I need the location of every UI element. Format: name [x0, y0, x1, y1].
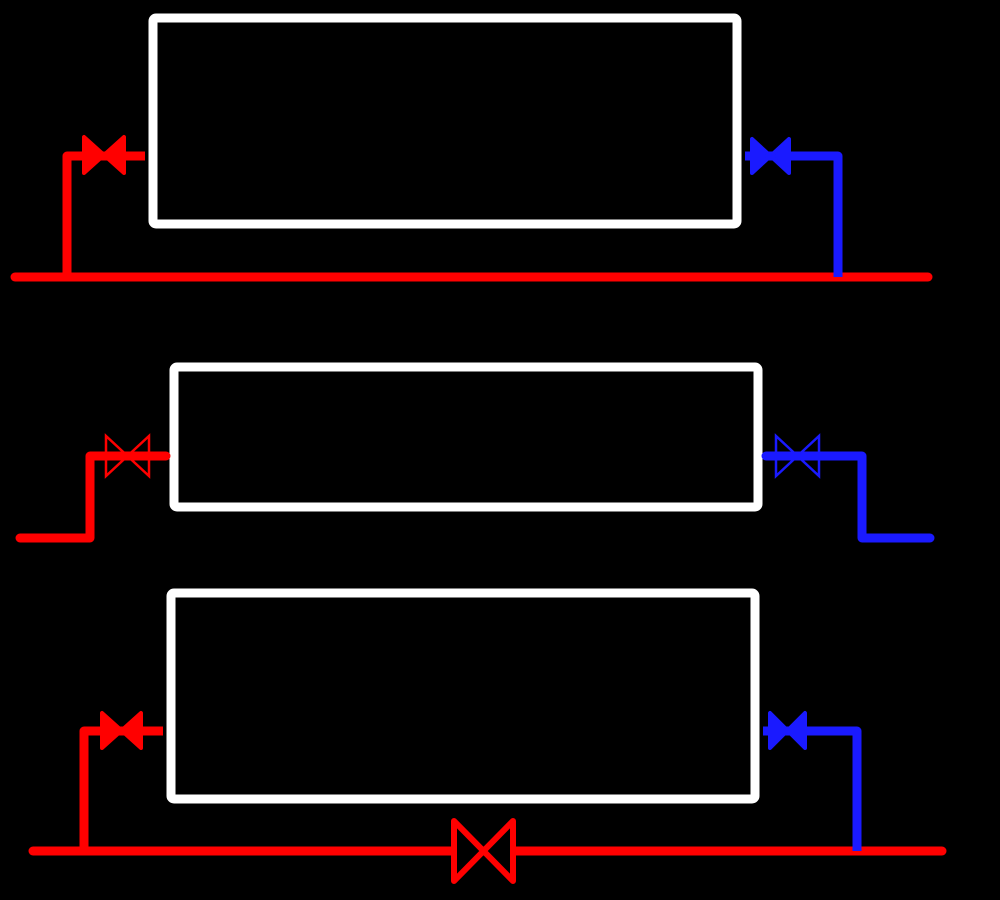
scheme-1: [10, 13, 933, 282]
scheme-3: [28, 588, 947, 884]
return-riser-pipe-3: [763, 726, 862, 851]
radiator-2: [169, 362, 763, 512]
supply-valve-icon-1: [82, 135, 126, 175]
scheme-2: [15, 362, 935, 543]
supply-valve-icon-3: [100, 711, 143, 750]
return-riser-pipe-1: [745, 151, 843, 277]
bypass-valve-icon-3: [451, 818, 516, 884]
supply-riser-pipe-1: [62, 151, 145, 277]
return-valve-icon-2: [774, 433, 821, 479]
radiator-1: [148, 13, 742, 229]
return-pipe-2: [761, 451, 935, 543]
supply-riser-pipe-3: [79, 726, 163, 851]
supply-valve-icon-2: [104, 433, 151, 479]
supply-pipe-2: [15, 451, 171, 543]
return-valve-icon-1: [750, 137, 791, 175]
radiator-3: [166, 588, 760, 804]
return-valve-icon-3: [768, 711, 807, 750]
